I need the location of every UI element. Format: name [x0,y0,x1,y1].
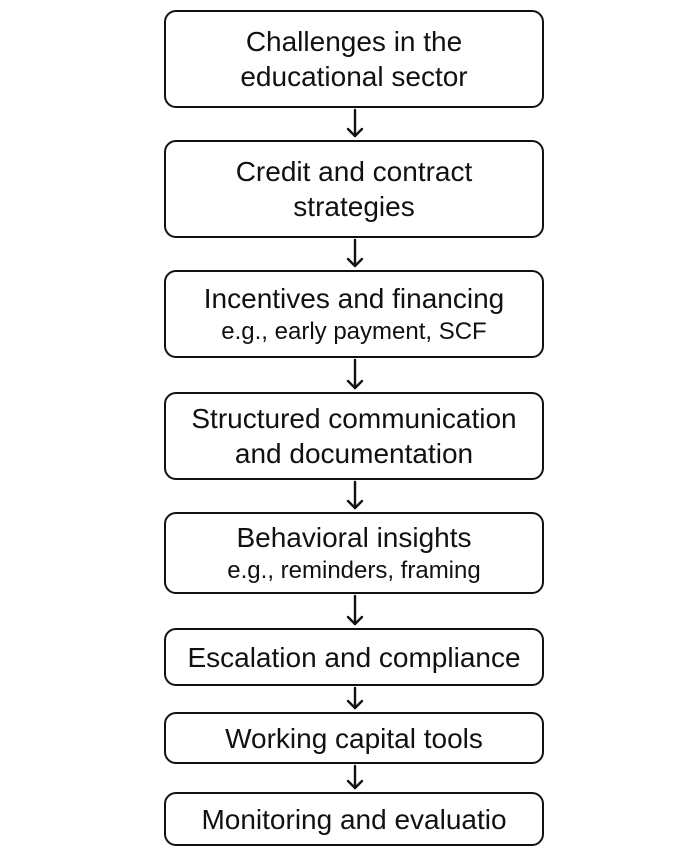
down-arrow-icon [346,108,364,138]
step-title-line-2: strategies [293,191,415,222]
flow-step-monitoring-evaluation: Monitoring and evaluatio [164,792,544,846]
step-title-line-2: and documentation [234,438,474,469]
flow-step-escalation-compliance: Escalation and compliance [164,628,544,686]
flow-step-incentives-financing: Incentives and financing e.g., early pay… [164,270,544,358]
step-title-line-2: educational sector [240,61,468,92]
step-title: Escalation and compliance [187,641,521,673]
flow-step-working-capital: Working capital tools [164,712,544,764]
step-title: Behavioral insights [236,522,472,553]
step-title: Incentives and financing [203,283,505,314]
step-title: Working capital tools [225,722,483,754]
step-title: Monitoring and evaluatio [201,803,507,835]
step-example: e.g., early payment, SCF [221,318,487,345]
flow-step-challenges: Challenges in the educational sector [164,10,544,108]
down-arrow-icon [346,594,364,626]
down-arrow-icon [346,686,364,710]
down-arrow-icon [346,238,364,268]
down-arrow-icon [346,764,364,790]
down-arrow-icon [346,480,364,510]
step-example: e.g., reminders, framing [227,557,481,584]
down-arrow-icon [346,358,364,390]
step-title-line-1: Credit and contract [235,156,473,187]
flow-step-structured-communication: Structured communication and documentati… [164,392,544,480]
step-title-line-1: Challenges in the [245,26,463,57]
step-title-line-1: Structured communication [191,403,517,434]
flow-step-credit-contract: Credit and contract strategies [164,140,544,238]
flow-step-behavioral-insights: Behavioral insights e.g., reminders, fra… [164,512,544,594]
